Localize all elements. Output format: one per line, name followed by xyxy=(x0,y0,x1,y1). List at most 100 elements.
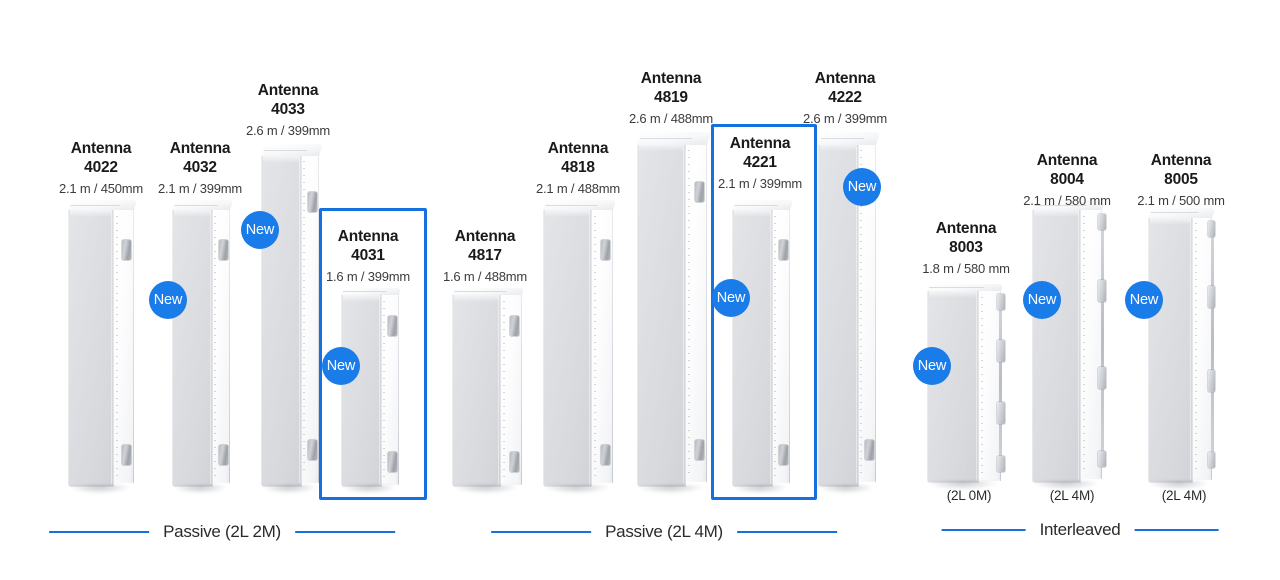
antenna-top-cap xyxy=(818,132,881,145)
mounting-bracket-bottom xyxy=(387,452,397,472)
antenna-body xyxy=(1148,208,1216,490)
antenna-image-antenna-4221 xyxy=(732,200,794,494)
antenna-ground-shadow xyxy=(638,485,703,494)
rail-clamp xyxy=(1208,370,1216,393)
rail-clamp xyxy=(1208,451,1216,468)
mounting-bracket-top xyxy=(218,240,228,261)
antenna-top-cap xyxy=(172,200,234,211)
antenna-front-face xyxy=(1148,216,1193,483)
antenna-side-face xyxy=(501,290,522,485)
antenna-mount-rail xyxy=(1097,209,1106,473)
antenna-ground-shadow xyxy=(173,485,227,494)
rail-clamp xyxy=(1097,279,1106,302)
rail-clamp xyxy=(996,340,1005,363)
new-badge-label: New xyxy=(153,292,183,308)
antenna-front-face xyxy=(927,290,979,484)
product-model: 8004 xyxy=(1050,171,1084,189)
antenna-side-face xyxy=(592,203,613,484)
antenna-body xyxy=(452,288,525,494)
antenna-ground-shadow xyxy=(453,485,518,494)
product-name: Antenna xyxy=(454,228,516,245)
group-label-text: Interleaved xyxy=(1039,520,1121,539)
antenna-ground-shadow xyxy=(819,485,873,494)
product-dimensions: 2.6 m / 399mm xyxy=(245,122,331,138)
group-label-passive-2l-2m: Passive (2L 2M) xyxy=(49,522,395,542)
rail-clamp xyxy=(996,456,1005,473)
product-caption-antenna-4817: Antenna 4817 1.6 m / 488mm xyxy=(443,228,527,284)
new-badge-antenna-8005: New xyxy=(1125,281,1163,319)
product-model: 4221 xyxy=(743,154,777,172)
product-model: 4022 xyxy=(84,159,118,177)
antenna-image-antenna-4033 xyxy=(261,144,324,494)
product-dimensions: 2.6 m / 488mm xyxy=(628,110,714,126)
new-badge-antenna-4033: New xyxy=(241,211,279,249)
product-model: 4222 xyxy=(828,89,862,107)
product-model: 4817 xyxy=(468,247,502,265)
new-badge-label: New xyxy=(847,179,877,195)
group-label-text: Passive (2L 4M) xyxy=(605,522,723,541)
antenna-ground-shadow xyxy=(69,485,131,494)
antenna-front-face xyxy=(261,155,302,487)
new-badge-antenna-4222: New xyxy=(843,168,881,206)
antenna-image-antenna-4817 xyxy=(452,288,525,494)
product-name: Antenna xyxy=(547,140,609,157)
new-badge-label: New xyxy=(917,358,947,374)
product-name: Antenna xyxy=(257,82,319,99)
antenna-front-face xyxy=(543,209,592,487)
group-rule-left xyxy=(49,531,150,533)
product-model: 4819 xyxy=(654,89,688,107)
antenna-image-antenna-8005 xyxy=(1148,208,1216,490)
new-badge-antenna-4032: New xyxy=(149,281,187,319)
new-badge-label: New xyxy=(716,290,746,306)
antenna-side-face xyxy=(212,203,231,484)
product-name: Antenna xyxy=(814,70,876,87)
antenna-ground-shadow xyxy=(342,485,396,494)
rail-clamp xyxy=(996,293,1005,310)
product-dimensions: 1.6 m / 399mm xyxy=(325,268,411,284)
antenna-mount-rail xyxy=(1208,216,1216,473)
mounting-bracket-bottom xyxy=(122,444,132,465)
antenna-side-face xyxy=(686,135,707,483)
new-badge-antenna-4031: New xyxy=(322,347,360,385)
antenna-side-face xyxy=(301,147,320,483)
product-caption-antenna-4819: Antenna 4819 2.6 m / 488mm xyxy=(629,70,713,126)
rail-clamp xyxy=(1208,221,1216,238)
product-model: 8005 xyxy=(1164,171,1198,189)
antenna-image-antenna-4031 xyxy=(341,288,402,494)
new-badge-label: New xyxy=(1129,292,1159,308)
mounting-bracket-top xyxy=(510,316,520,336)
antenna-side-face xyxy=(114,203,134,484)
antenna-top-cap xyxy=(68,200,138,211)
product-dimensions: 1.8 m / 580 mm xyxy=(922,260,1010,276)
product-name: Antenna xyxy=(640,70,702,87)
antenna-front-face xyxy=(68,209,115,487)
antenna-body xyxy=(1032,200,1106,490)
antenna-front-face xyxy=(172,209,213,487)
product-dimensions: 1.6 m / 488mm xyxy=(442,268,528,284)
antenna-top-cap xyxy=(452,288,525,296)
antenna-front-face xyxy=(341,294,382,488)
mounting-bracket-top xyxy=(601,240,611,261)
antenna-top-cap xyxy=(341,288,402,296)
antenna-ground-shadow xyxy=(733,485,787,494)
antenna-top-cap xyxy=(732,200,794,211)
mounting-bracket-bottom xyxy=(601,444,611,465)
product-dimensions: 2.1 m / 500 mm xyxy=(1137,192,1225,208)
mounting-bracket-bottom xyxy=(695,439,705,460)
antenna-mount-rail xyxy=(996,290,1005,476)
group-rule-left xyxy=(941,529,1026,531)
antenna-ground-shadow xyxy=(1149,481,1209,490)
product-model: 8003 xyxy=(949,239,983,257)
antenna-top-cap xyxy=(261,144,324,157)
product-dimensions: 2.1 m / 399mm xyxy=(717,175,803,191)
mounting-bracket-bottom xyxy=(307,440,317,461)
antenna-side-face xyxy=(772,203,791,484)
antenna-body xyxy=(543,200,617,494)
